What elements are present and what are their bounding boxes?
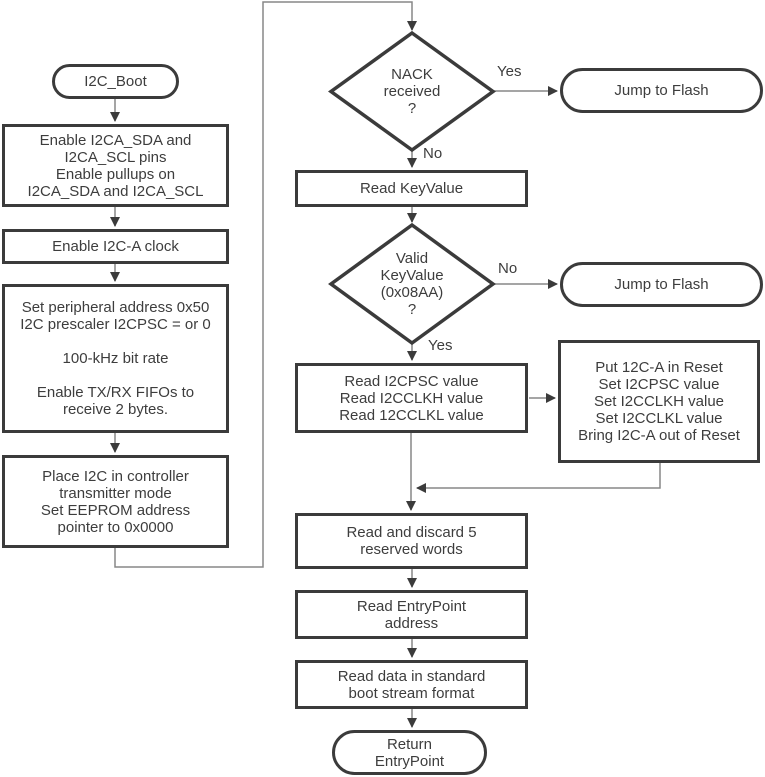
edge-set-clock-return-to-main [416,463,661,493]
branch-label-nack-no: No [423,145,443,162]
process-place-i2c-controller: Place I2C in controller transmitter mode… [2,455,229,548]
terminal-jump-to-flash-1: Jump to Flash [560,68,763,113]
process-read-keyvalue: Read KeyValue [295,170,528,207]
diamond-valid-keyvalue [328,222,496,346]
process-read-boot-stream: Read data in standard boot stream format [295,660,528,709]
terminal-i2c-boot: I2C_Boot [52,64,179,99]
branch-label-nack-yes: Yes [497,63,522,80]
process-read-discard-reserved: Read and discard 5 reserved words [295,513,528,569]
process-enable-clock: Enable I2C-A clock [2,229,229,264]
branch-label-valid-yes: Yes [428,337,453,354]
process-enable-pins: Enable I2CA_SDA and I2CA_SCL pins Enable… [2,124,229,207]
diamond-nack-received [328,30,496,153]
terminal-jump-to-flash-2: Jump to Flash [560,262,763,307]
decision-valid-keyvalue-label: Valid KeyValue (0x08AA) ? [380,250,444,318]
process-set-clock-values: Put 12C-A in Reset Set I2CPSC value Set … [558,340,760,463]
decision-nack-received-label: NACK received ? [383,66,441,117]
branch-label-valid-no: No [498,260,518,277]
terminal-return-entrypoint: Return EntryPoint [332,730,487,775]
process-read-entrypoint-address: Read EntryPoint address [295,590,528,639]
edge-place-i2c-to-nack [114,1,417,568]
process-read-clock-values: Read I2CPSC value Read I2CCLKH value Rea… [295,363,528,433]
process-set-peripheral-address: Set peripheral address 0x50 I2C prescale… [2,284,229,433]
